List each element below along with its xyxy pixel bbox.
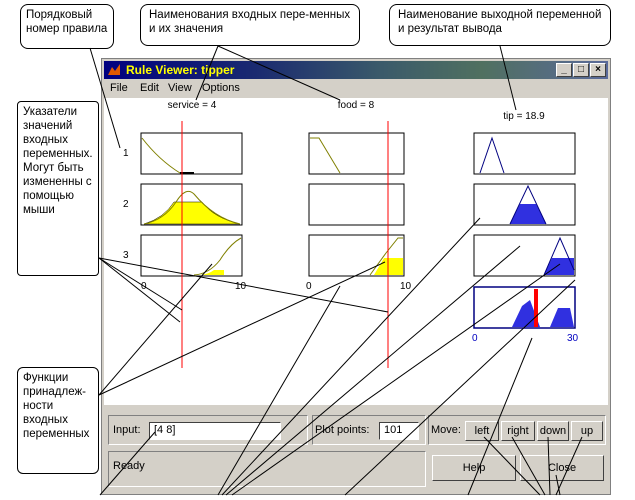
plot-points-panel: Plot points: 101 xyxy=(312,415,426,445)
menu-bar: File Edit View Options xyxy=(104,80,608,98)
mf-r1-food xyxy=(310,137,341,174)
move-up-button[interactable]: up xyxy=(571,421,603,441)
input-field[interactable]: [4 8] xyxy=(149,422,281,440)
menu-edit[interactable]: Edit xyxy=(140,82,159,94)
menu-options[interactable]: Options xyxy=(202,82,240,94)
plot-r2-food xyxy=(308,183,405,226)
callout-input-names: Наименования входных пере-менных и их зн… xyxy=(140,4,360,46)
callout-output-name: Наименование выходной переменной и резул… xyxy=(389,4,611,46)
close-window-button[interactable]: × xyxy=(590,63,606,77)
menu-file[interactable]: File xyxy=(110,82,128,94)
mf-r1-tip xyxy=(479,136,505,174)
minimize-button[interactable]: _ xyxy=(556,63,572,77)
callout-rule-number: Порядковый номер правила xyxy=(20,4,114,49)
plot-points-label: Plot points: xyxy=(315,424,370,436)
input2-axis-min: 0 xyxy=(306,281,312,292)
plot-r1-tip xyxy=(473,132,576,175)
input-label: Input: xyxy=(113,424,141,436)
output-header: tip = 18.9 xyxy=(503,111,545,122)
input2-axis-max: 10 xyxy=(400,281,412,292)
plot-points-field[interactable]: 101 xyxy=(379,422,419,440)
plot-r1-service xyxy=(140,132,243,175)
mf-r2-tip-fill xyxy=(510,204,546,224)
mf-r2-service xyxy=(143,190,241,225)
plot-r3-service xyxy=(140,234,243,277)
mf-r3-tip xyxy=(543,236,575,276)
mf-r1-service xyxy=(141,137,181,174)
rule-plot-area: service = 4 food = 8 tip = 18.9 1 2 3 xyxy=(104,98,608,405)
rule-number-2: 2 xyxy=(123,199,129,210)
help-button[interactable]: Help xyxy=(432,455,516,481)
window-title: Rule Viewer: tipper xyxy=(126,63,235,77)
input2-header: food = 8 xyxy=(338,100,375,111)
input1-header: service = 4 xyxy=(168,100,217,111)
callout-pointers: Указатели значений входных переменных. М… xyxy=(17,101,99,276)
close-button[interactable]: Close xyxy=(520,455,604,481)
status-panel: Ready xyxy=(108,451,426,487)
move-label: Move: xyxy=(431,424,461,436)
output-axis-max: 30 xyxy=(567,333,579,344)
status-text: Ready xyxy=(113,460,145,472)
mf-r2-tip xyxy=(509,184,547,225)
input1-axis-max: 10 xyxy=(235,281,247,292)
title-bar[interactable]: Rule Viewer: tipper _ □ × xyxy=(104,61,608,79)
move-right-button[interactable]: right xyxy=(501,421,535,441)
output-axis-min: 0 xyxy=(472,333,478,344)
callout-membership: Функции принадлеж-ности входных переменн… xyxy=(17,367,99,474)
maximize-button[interactable]: □ xyxy=(573,63,589,77)
input1-axis-min: 0 xyxy=(141,281,147,292)
move-down-button[interactable]: down xyxy=(537,421,569,441)
rule-viewer-window: Rule Viewer: tipper _ □ × File Edit View… xyxy=(101,58,611,495)
rule-number-1: 1 xyxy=(123,148,129,159)
move-panel: Move: left right down up xyxy=(428,415,606,445)
move-left-button[interactable]: left xyxy=(465,421,499,441)
menu-view[interactable]: View xyxy=(168,82,192,94)
input-panel: Input: [4 8] xyxy=(108,415,308,445)
matlab-icon xyxy=(108,64,120,75)
plot-r1-food xyxy=(308,132,405,175)
rule-number-3: 3 xyxy=(123,250,129,261)
